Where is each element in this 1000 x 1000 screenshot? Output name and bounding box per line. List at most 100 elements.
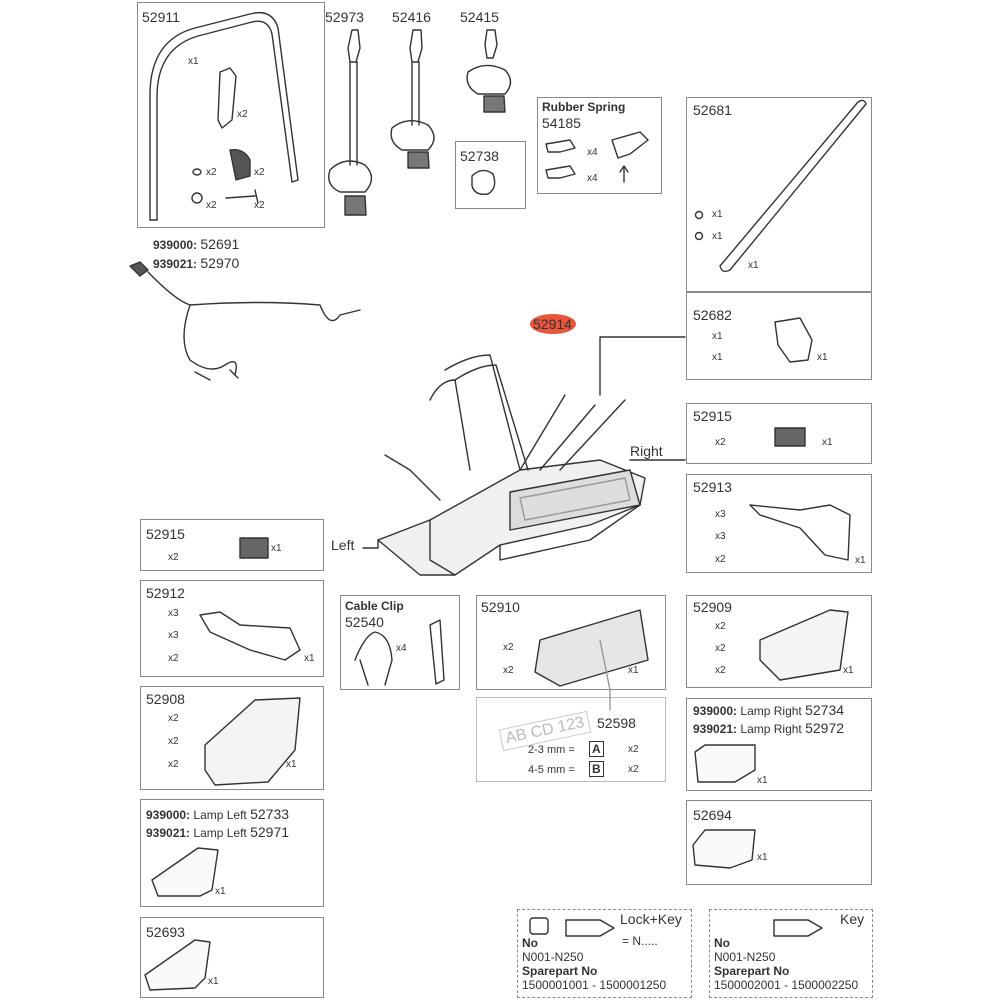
part-52694-drawing — [692, 829, 756, 869]
part-52915-left-drawing — [239, 537, 269, 559]
qty-52693: x1 — [208, 976, 219, 987]
lamp-left-line-2: 939021: Lamp Left 52971 — [146, 825, 289, 839]
qty-52915-left-screw: x2 — [168, 552, 179, 563]
qty-52908-a: x2 — [168, 713, 179, 724]
lamp-right-line-2: 939021: Lamp Right 52972 — [693, 721, 844, 735]
lamp-left-code-2: 939021: — [146, 826, 191, 840]
qty-52681-screw: x1 — [712, 231, 723, 242]
key-no-value: N001-N250 — [714, 950, 776, 964]
qty-52909-b: x2 — [715, 643, 726, 654]
cable-clip-detail-drawing — [429, 619, 445, 685]
part-number-52415: 52415 — [460, 9, 499, 25]
part-52909-drawing — [759, 609, 849, 681]
lock-key-no-label: No — [522, 936, 538, 950]
qty-52694: x1 — [757, 852, 768, 863]
qty-52682-part: x1 — [817, 352, 828, 363]
part-number-52682: 52682 — [693, 307, 732, 323]
part-number-52694: 52694 — [693, 807, 732, 823]
part-number-52681: 52681 — [693, 102, 732, 118]
qty-52910-a: x2 — [503, 642, 514, 653]
plate-row-a-qty: x2 — [628, 744, 639, 755]
qty-52912-c: x2 — [168, 653, 179, 664]
lamp-left-part-1: 52733 — [250, 806, 290, 822]
part-52682-drawing — [774, 317, 813, 363]
qty-52682-screw: x1 — [712, 352, 723, 363]
cable-line-2: 939021: 52970 — [153, 256, 239, 270]
cable-clip-drawing — [354, 631, 393, 686]
part-box-52911 — [137, 2, 325, 228]
lamp-right-line-1: 939000: Lamp Right 52734 — [693, 703, 844, 717]
key-box — [709, 909, 873, 998]
part-box-52913 — [686, 474, 872, 573]
lamp-right-part-1: 52734 — [805, 702, 845, 718]
highlight-52914-badge — [530, 314, 576, 334]
carrier-assembly-drawing — [377, 354, 646, 576]
lamp-right-drawing — [694, 744, 756, 783]
part-number-52914: 52914 — [533, 316, 572, 332]
part-box-52738 — [455, 141, 526, 209]
qty-52911-bolt: x2 — [254, 200, 265, 211]
plate-row-b-key: B — [589, 761, 604, 777]
qty-52913-part: x1 — [855, 555, 866, 566]
part-number-52738: 52738 — [460, 148, 499, 164]
part-box-52682 — [686, 292, 872, 380]
part-box-cable-clip — [340, 595, 460, 690]
part-52910-leader — [599, 639, 611, 711]
qty-52682-nut: x1 — [712, 331, 723, 342]
part-number-52416: 52416 — [392, 9, 431, 25]
lock-key-box — [517, 909, 692, 998]
lamp-right-label-1: Lamp Right — [740, 704, 802, 718]
part-number-52915-left: 52915 — [146, 526, 185, 542]
plate-row-a-label: 2-3 mm = — [528, 744, 575, 756]
lamp-right-part-2: 52972 — [805, 720, 845, 736]
lamp-right-label-2: Lamp Right — [740, 722, 802, 736]
part-number-52693: 52693 — [146, 924, 185, 940]
qty-52908-part: x1 — [286, 759, 297, 770]
qty-52911-frame: x1 — [188, 56, 199, 67]
cable-part-1: 52691 — [200, 236, 240, 252]
qty-52913-b: x3 — [715, 531, 726, 542]
part-number-52915-right: 52915 — [693, 408, 732, 424]
lamp-left-drawing — [151, 847, 219, 897]
cable-part-2: 52970 — [200, 255, 240, 271]
key-spare-label: Sparepart No — [714, 964, 790, 978]
cable-harness-drawing — [129, 261, 361, 381]
lamp-left-label-1: Lamp Left — [193, 808, 247, 822]
qty-52912-b: x3 — [168, 630, 179, 641]
qty-rubber-spring-b: x4 — [587, 173, 598, 184]
qty-rubber-spring-a: x4 — [587, 147, 598, 158]
qty-52909-part: x1 — [843, 665, 854, 676]
part-52915-right-drawing — [774, 427, 806, 447]
qty-52908-b: x2 — [168, 736, 179, 747]
left-side-label: Left — [331, 537, 355, 553]
rubber-spring-drawing — [545, 131, 649, 183]
lock-cylinder-drawing — [529, 917, 549, 935]
qty-cable-clip: x4 — [396, 643, 407, 654]
lamp-left-code-1: 939000: — [146, 808, 191, 822]
lamp-right-code-2: 939021: — [693, 722, 738, 736]
part-number-52910: 52910 — [481, 599, 520, 615]
part-box-52912 — [140, 580, 324, 677]
cable-clip-title: Cable Clip — [345, 599, 404, 613]
lamp-left-label-2: Lamp Left — [193, 826, 247, 840]
part-52910-drawing — [534, 609, 649, 687]
lock-key-spare-label: Sparepart No — [522, 964, 598, 978]
qty-52915-left-part: x1 — [271, 543, 282, 554]
rubber-spring-title: Rubber Spring — [542, 100, 626, 114]
qty-52910-part: x1 — [628, 665, 639, 676]
qty-52681-arm: x1 — [748, 260, 759, 271]
part-52693-drawing — [144, 939, 211, 991]
lock-key-drawing — [565, 919, 615, 937]
part-number-52908: 52908 — [146, 691, 185, 707]
frame-arch-drawing — [149, 11, 299, 221]
plate-row-a-key: A — [589, 741, 604, 757]
spare-key-drawing — [773, 919, 823, 937]
right-callout-lines — [599, 336, 686, 461]
qty-52912-part: x1 — [304, 653, 315, 664]
qty-52911-bracket: x2 — [237, 109, 248, 120]
cable-code-1: 939000: — [153, 238, 198, 252]
part-number-52911: 52911 — [142, 9, 180, 25]
key-no-label: No — [714, 936, 730, 950]
part-52738-drawing — [471, 169, 496, 196]
